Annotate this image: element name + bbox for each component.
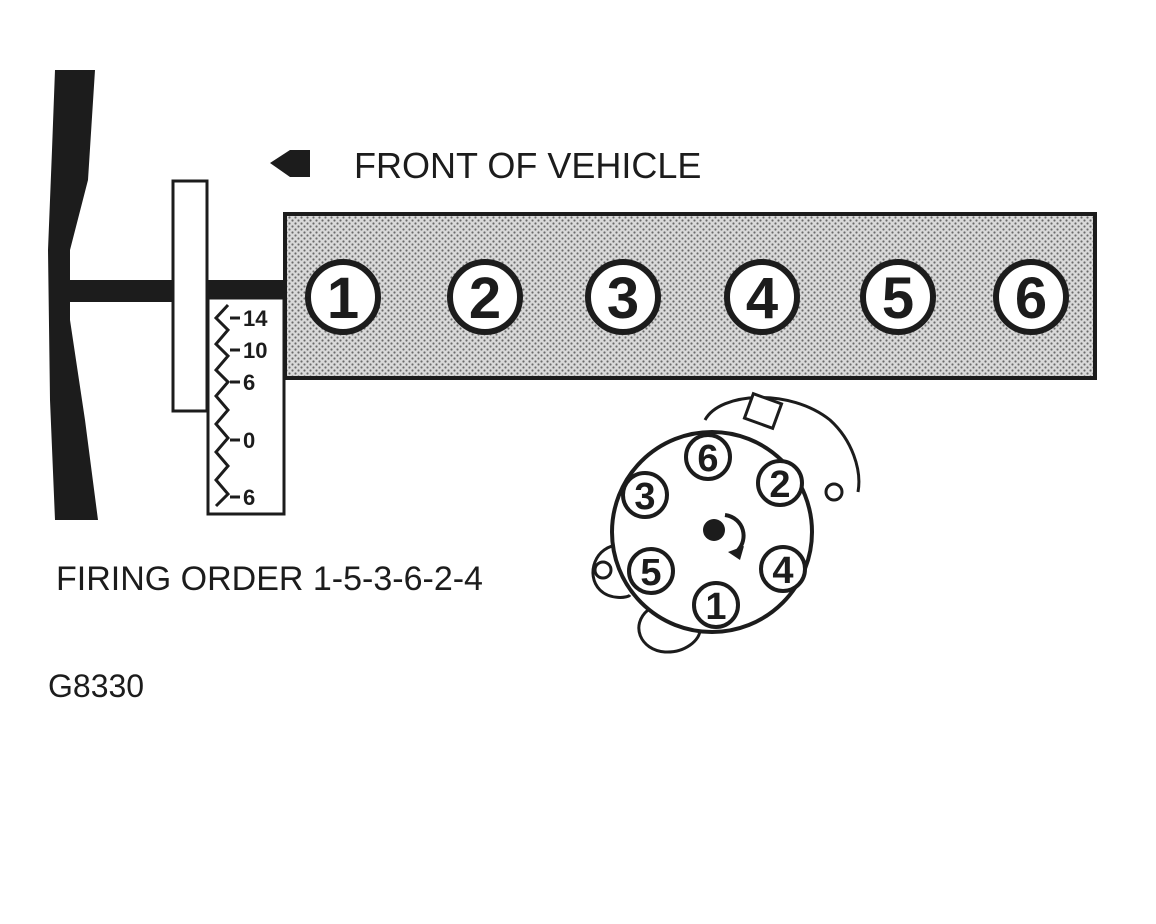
terminal-1-circle xyxy=(692,581,740,629)
timing-mark-ticks xyxy=(230,316,240,499)
terminal-5-label: 5 xyxy=(640,552,661,594)
distributor-bottom-lobe xyxy=(637,608,702,654)
harmonic-balancer xyxy=(171,179,209,413)
timing-mark-10: 10 xyxy=(243,338,267,363)
terminal-4-label: 4 xyxy=(772,550,793,592)
distributor-latch xyxy=(742,391,784,431)
distributor-cap: 6 2 4 1 5 3 xyxy=(591,391,861,654)
engine-block xyxy=(283,212,1097,380)
cylinder-4-circle xyxy=(724,259,800,335)
distributor-mount-hole-left xyxy=(593,560,613,580)
terminal-6-circle xyxy=(684,433,732,481)
distributor-mount-hole-right xyxy=(824,482,844,502)
cylinder-1-label: 1 xyxy=(327,266,359,331)
cylinder-3-circle xyxy=(585,259,661,335)
terminal-4-circle xyxy=(759,545,807,593)
flywheel xyxy=(48,70,98,520)
terminal-3-circle xyxy=(621,471,669,519)
cylinder-6-circle xyxy=(993,259,1069,335)
rotation-arrowhead xyxy=(728,546,744,560)
timing-mark-14: 14 xyxy=(243,306,268,331)
timing-scale xyxy=(206,296,286,516)
timing-mark-6: 6 xyxy=(243,370,255,395)
distributor-top-lobe xyxy=(703,396,861,493)
rotation-arrow-icon xyxy=(724,513,746,552)
timing-mark-0: 0 xyxy=(243,428,255,453)
figure-code: G8330 xyxy=(48,668,144,704)
cylinder-6-label: 6 xyxy=(1015,266,1047,331)
cylinder-5-circle xyxy=(860,259,936,335)
cylinder-2-label: 2 xyxy=(469,266,501,331)
terminal-1-label: 1 xyxy=(705,586,726,628)
timing-scale-zigzag xyxy=(213,303,231,508)
cylinder-row: 1 2 3 4 5 6 xyxy=(305,259,1069,335)
front-arrow-icon xyxy=(270,150,310,177)
front-of-vehicle-label: FRONT OF VEHICLE xyxy=(354,145,701,186)
timing-mark-6-after: 6 xyxy=(243,485,255,510)
cylinder-2-circle xyxy=(447,259,523,335)
terminal-5-circle xyxy=(627,547,675,595)
terminal-6-label: 6 xyxy=(697,438,718,480)
distributor-rotor xyxy=(703,519,725,541)
firing-order-label: FIRING ORDER 1-5-3-6-2-4 xyxy=(56,560,483,598)
cylinder-4-label: 4 xyxy=(746,266,778,331)
terminal-2-label: 2 xyxy=(769,464,790,506)
terminal-3-label: 3 xyxy=(634,476,655,518)
cylinder-3-label: 3 xyxy=(607,266,639,331)
terminal-2-circle xyxy=(756,459,804,507)
cylinder-1-circle xyxy=(305,259,381,335)
cylinder-5-label: 5 xyxy=(882,266,914,331)
